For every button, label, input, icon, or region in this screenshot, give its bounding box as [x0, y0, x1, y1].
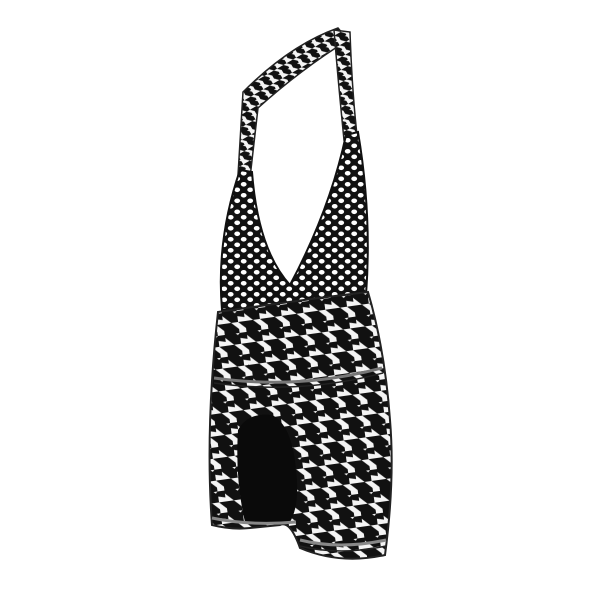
mesh-upper	[219, 130, 369, 312]
chamois-pad	[237, 414, 298, 522]
waistband-seam	[213, 366, 383, 384]
right-strap	[333, 29, 358, 142]
shorts-body	[208, 290, 393, 560]
right-leg-gripper	[299, 538, 387, 547]
left-strap	[237, 27, 350, 179]
left-leg-gripper	[211, 516, 297, 525]
